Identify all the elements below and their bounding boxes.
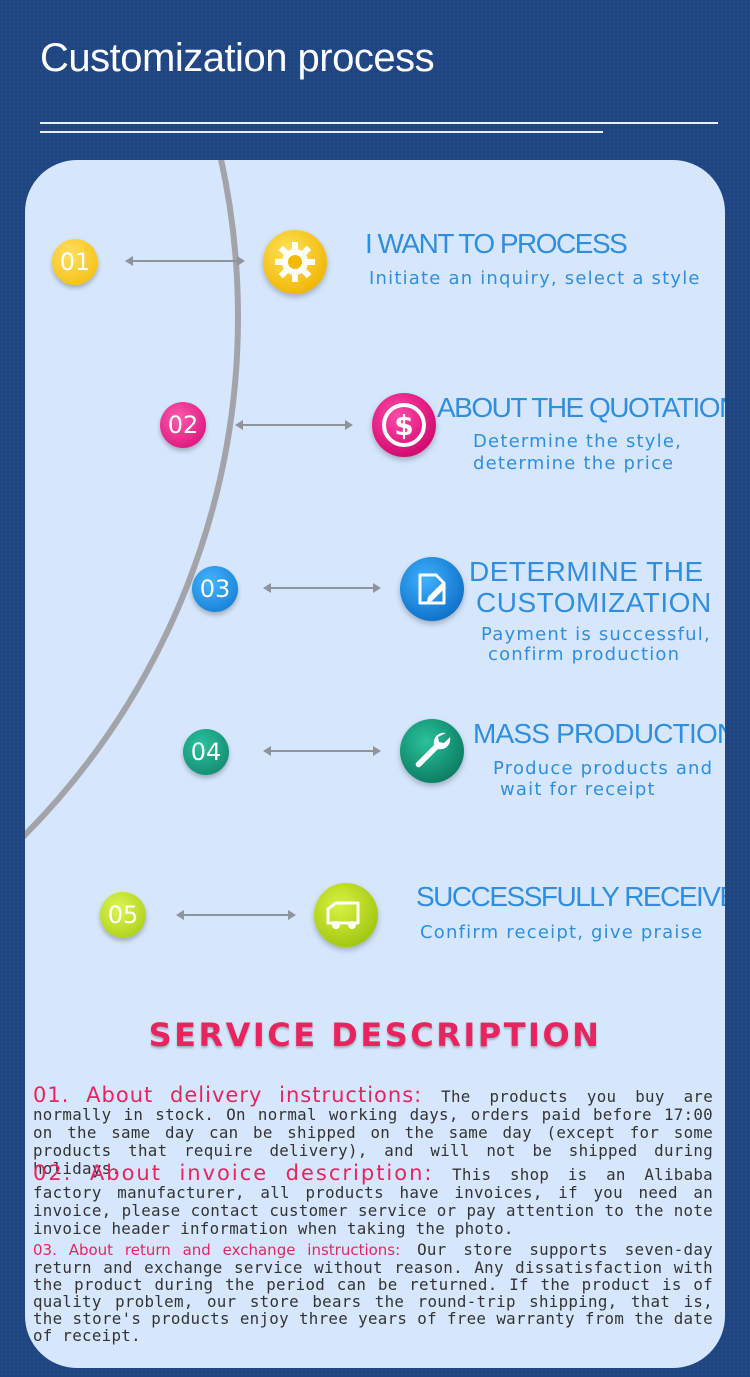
step-3-desc-line-1: Payment is successful, (481, 624, 711, 645)
step-3-desc-line-2: confirm production (488, 644, 681, 665)
step-4-title: MASS PRODUCTION (473, 718, 725, 749)
delivery-instructions-paragraph: 01. About delivery instructions: The pro… (33, 1083, 714, 1178)
invoice-description-text: This shop is an Alibaba factory manufact… (33, 1165, 713, 1238)
step-3-number: 03 (192, 566, 238, 612)
return-exchange-paragraph: 03. About return and exchange instructio… (33, 1241, 713, 1344)
invoice-description-label: 02. About invoice description: (33, 1161, 434, 1185)
step-5-number: 05 (100, 892, 146, 938)
step-1-desc: Initiate an inquiry, select a style (369, 268, 701, 289)
step-4-desc-line-1: Produce products and (493, 758, 714, 779)
header-divider-short (40, 131, 603, 133)
return-exchange-label: 03. About return and exchange instructio… (33, 1241, 401, 1259)
step-5-desc: Confirm receipt, give praise (420, 922, 704, 943)
step-3-title-line-1: DETERMINE THE (469, 556, 704, 587)
step-1-title: I WANT TO PROCESS (365, 228, 628, 259)
service-description-title: SERVICE DESCRIPTION (148, 1016, 602, 1054)
step-3-arrow (263, 583, 381, 593)
step-4-number: 04 (183, 729, 229, 775)
step-3-title-line-2: CUSTOMIZATION (476, 587, 712, 618)
delivery-instructions-text: The products you buy are normally in sto… (33, 1087, 714, 1178)
process-card: 01 I WANT TO PROCESS Initiate an inquiry… (25, 160, 725, 1368)
step-4-desc-line-2: wait for receipt (500, 779, 656, 800)
gear-icon (263, 230, 327, 294)
step-5-title: SUCCESSFULLY RECEIVED (416, 881, 725, 912)
step-2-arrow (235, 420, 353, 430)
step-1-arrow (125, 256, 245, 266)
step-2-desc-line-2: determine the price (473, 453, 675, 474)
svg-text:$: $ (394, 409, 413, 442)
invoice-description-paragraph: 02. About invoice description: This shop… (33, 1161, 713, 1238)
step-2-number: 02 (160, 402, 206, 448)
delivery-instructions-label: 01. About delivery instructions: (33, 1083, 423, 1107)
truck-icon (314, 883, 378, 947)
dollar-icon: $ (372, 393, 436, 457)
step-5-arrow (176, 910, 296, 920)
step-1-number: 01 (52, 239, 98, 285)
edit-document-icon (400, 557, 464, 621)
return-exchange-text: Our store supports seven-day return and … (33, 1240, 713, 1345)
step-2-desc-line-1: Determine the style, (473, 431, 683, 452)
page-title: Customization process (40, 36, 435, 80)
header-divider-long (40, 122, 718, 124)
step-4-arrow (263, 746, 381, 756)
step-2-title: ABOUT THE QUOTATION (437, 392, 725, 423)
wrench-icon (400, 719, 464, 783)
